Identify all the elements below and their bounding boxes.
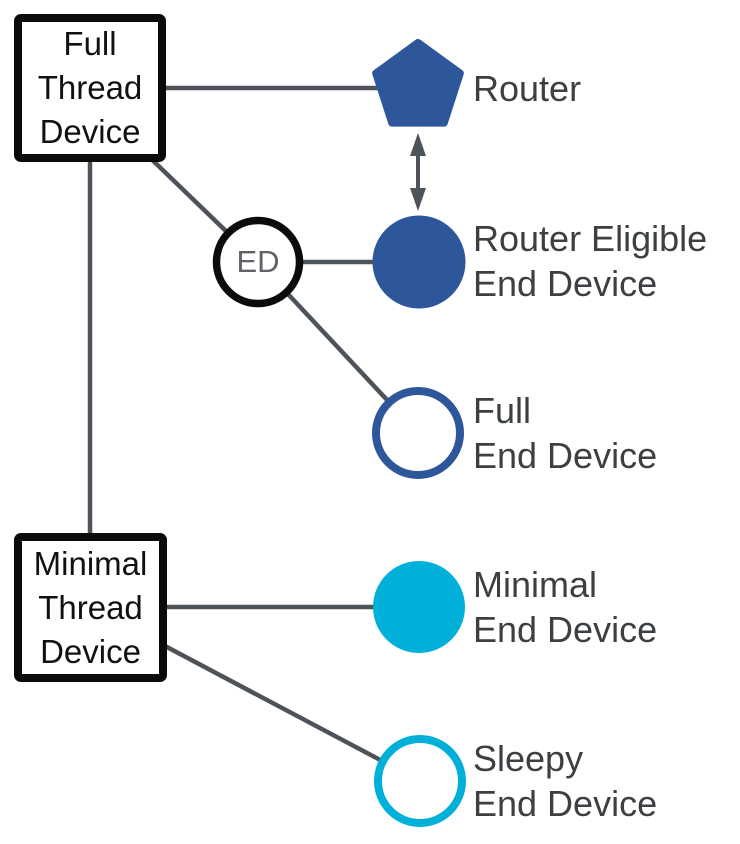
minimal-thread-device-box-line3: Device <box>40 632 141 670</box>
fed-label-line1: Full <box>473 390 532 431</box>
med-label-line1: Minimal <box>473 564 598 605</box>
minimal-thread-device-box: Minimal Thread Device <box>14 533 167 682</box>
arrow-head-down-icon <box>410 188 426 211</box>
ed-badge-label: ED <box>236 244 280 279</box>
arrow-head-up-icon <box>410 133 426 156</box>
router-eligible-end-device-label: Router Eligible End Device <box>473 216 707 306</box>
connector-mtd-sed <box>146 635 422 783</box>
sed-label-line2: End Device <box>473 783 658 824</box>
full-thread-device-box-line2: Thread <box>37 69 143 106</box>
full-thread-device-box: Full Thread Device <box>14 14 166 162</box>
sleepy-end-device-circle-icon <box>374 735 466 827</box>
router-pentagon-icon <box>372 39 464 127</box>
minimal-end-device-label: Minimal End Device <box>473 562 657 652</box>
reed-label-line1: Router Eligible <box>473 218 708 259</box>
minimal-thread-device-box-line2: Thread <box>38 588 143 626</box>
end-device-circle-icon <box>212 216 304 308</box>
router-eligible-end-device-circle-icon <box>372 215 466 309</box>
full-thread-device-box-line1: Full <box>63 25 117 62</box>
router-reed-bidirectional-arrow <box>410 133 426 211</box>
router-label: Router <box>473 66 581 111</box>
minimal-end-device-circle-icon <box>373 561 465 653</box>
reed-label-line2: End Device <box>473 263 658 304</box>
full-end-device-circle-icon <box>372 387 464 479</box>
full-end-device-label: Full End Device <box>473 388 657 478</box>
med-label-line2: End Device <box>473 609 658 650</box>
fed-label-line2: End Device <box>473 435 658 476</box>
router-label-line1: Router <box>473 68 582 109</box>
sleepy-end-device-label: Sleepy End Device <box>473 736 657 826</box>
minimal-thread-device-box-line1: Minimal <box>33 544 148 582</box>
full-thread-device-box-line3: Device <box>39 113 141 150</box>
sed-label-line1: Sleepy <box>473 738 584 779</box>
